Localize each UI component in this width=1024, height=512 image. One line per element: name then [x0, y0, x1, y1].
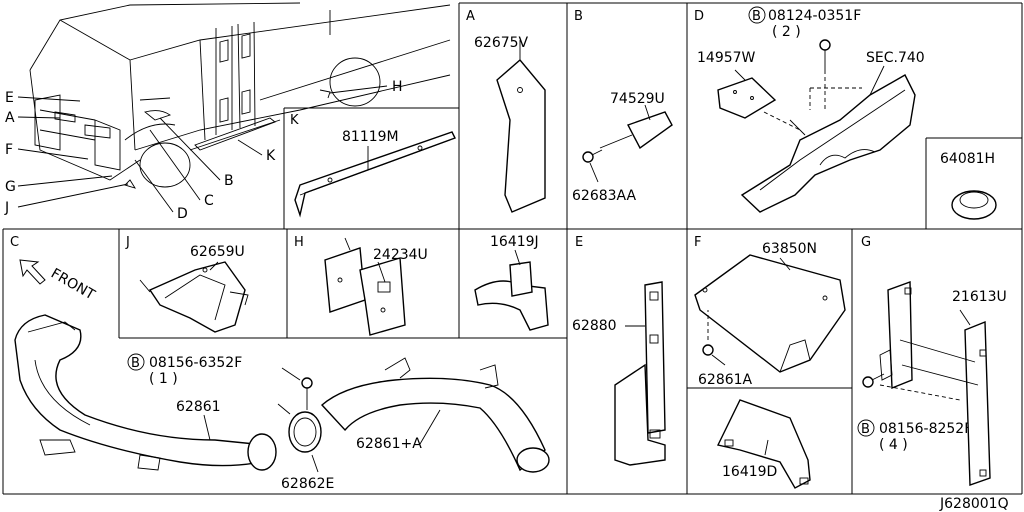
diagram-id: J628001Q — [939, 496, 1009, 512]
section-a-label: A — [466, 9, 475, 24]
truck-overview-illustration — [17, 2, 451, 213]
part-16419d-label: 16419D — [722, 464, 777, 480]
section-b-label: B — [574, 9, 583, 24]
part-62861-air-duct — [14, 314, 277, 471]
part-08156-8252f-qty: ( 4 ) — [879, 437, 908, 453]
section-c-bolt-prefix: B — [131, 356, 140, 371]
bolt-62861a — [702, 310, 726, 366]
part-62862e-clamp — [277, 403, 322, 473]
part-62880-bracket — [614, 281, 666, 466]
part-74529u-label: 74529U — [610, 91, 665, 107]
part-62683aa-bolt — [582, 149, 603, 183]
part-24234u-label: 24234U — [373, 247, 428, 263]
part-08156-8252f-label: 08156-8252F — [879, 421, 972, 437]
part-16419j-clip — [474, 249, 549, 331]
part-16419d-clip — [716, 399, 811, 489]
section-c-label: C — [10, 235, 19, 250]
part-sec740-label: SEC.740 — [866, 50, 925, 66]
section-h-label: H — [294, 235, 304, 250]
part-62862e-label: 62862E — [281, 476, 334, 492]
part-74529u-bracket — [599, 104, 673, 150]
part-62659u-label: 62659U — [190, 244, 245, 260]
section-g-label: G — [861, 235, 871, 250]
part-14957w-bracket — [717, 69, 777, 119]
overview-letter-g: G — [5, 179, 16, 195]
bolt-prefix-icon — [127, 353, 145, 371]
part-64081h-grommet — [951, 190, 997, 220]
bolt-prefix-icon — [748, 6, 766, 24]
overview-letter-b: B — [224, 173, 234, 189]
part-08156-6352f-qty: ( 1 ) — [149, 371, 178, 387]
section-f-label: F — [694, 235, 701, 250]
frame-lines — [2, 2, 1023, 495]
bolt-08156-6352f — [281, 367, 313, 410]
overview-letter-d: D — [177, 206, 188, 222]
part-63850n-label: 63850N — [762, 241, 817, 257]
overview-letter-f: F — [5, 142, 13, 158]
part-63850n-cover — [694, 254, 846, 373]
part-21613u-bracket — [879, 281, 991, 486]
part-62861-label: 62861 — [176, 399, 221, 415]
section-j-label: J — [125, 235, 130, 250]
part-81119m-bracket — [294, 131, 456, 218]
part-24234u-bracket — [324, 237, 406, 336]
part-08124-0351f-label: 08124-0351F — [768, 8, 861, 24]
part-64081h-label: 64081H — [940, 151, 995, 167]
overview-letter-e: E — [5, 90, 14, 106]
overview-letter-c: C — [204, 193, 214, 209]
part-62861a-label: 62861A — [698, 372, 753, 388]
part-16419j-label: 16419J — [490, 234, 539, 250]
bolt-08124-0351f — [819, 39, 831, 110]
section-k-label: K — [290, 113, 299, 128]
front-direction-label: FRONT — [48, 266, 98, 304]
overview-letter-h: H — [392, 79, 403, 95]
front-arrow-icon — [19, 259, 46, 285]
part-62683aa-label: 62683AA — [572, 188, 637, 204]
part-14957w-label: 14957W — [697, 50, 756, 66]
part-08124-0351f-qty: ( 2 ) — [772, 24, 801, 40]
section-d-bolt-prefix: B — [752, 9, 761, 24]
part-62861a-hose-label: 62861+A — [356, 436, 422, 452]
part-62675v-label: 62675V — [474, 35, 529, 51]
bolt-08156-8252f — [862, 373, 885, 388]
part-sec740-frame — [740, 65, 916, 213]
section-g-bolt-prefix: B — [861, 422, 870, 437]
section-d-label: D — [694, 9, 704, 24]
part-21613u-label: 21613U — [952, 289, 1007, 305]
section-e-label: E — [575, 235, 583, 250]
overview-letter-j: J — [4, 200, 9, 216]
overview-letter-a: A — [5, 110, 15, 126]
part-81119m-label: 81119M — [342, 129, 399, 145]
part-08156-6352f-label: 08156-6352F — [149, 355, 242, 371]
part-62861a-hose — [320, 357, 550, 473]
part-62880-label: 62880 — [572, 318, 617, 334]
bolt-prefix-icon — [857, 419, 875, 437]
part-62675v-cover — [496, 40, 546, 213]
part-62659u-bracket — [139, 261, 249, 333]
overview-letter-k: K — [266, 148, 276, 164]
